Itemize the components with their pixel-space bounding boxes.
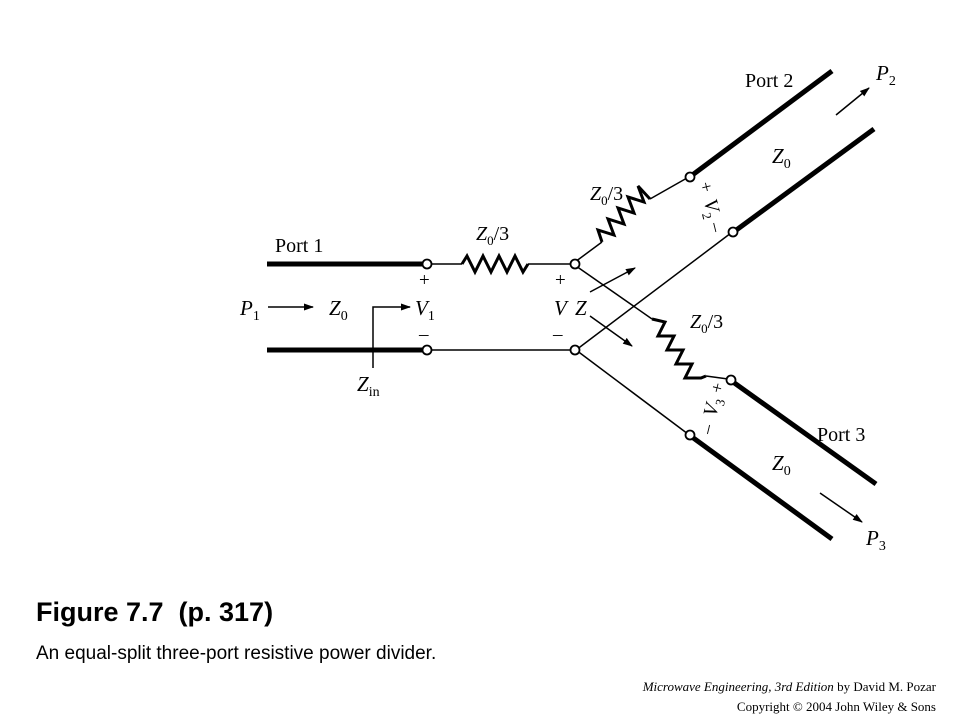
v3-label: V3	[699, 395, 728, 419]
v1-label: V1	[415, 296, 435, 324]
port3-line-top	[731, 379, 878, 487]
wire-r3-in	[575, 265, 653, 320]
v2-group: + V2 –	[696, 180, 728, 235]
p3-label: P3	[865, 526, 886, 554]
wire-to-port2-ground	[575, 232, 732, 351]
port2-z0-label: Z0	[772, 144, 791, 172]
book-title: Microwave Engineering, 3rd Edition	[642, 679, 834, 694]
p2-arrow	[835, 87, 870, 116]
port2-line-top	[689, 68, 834, 179]
terminal-port3-top	[725, 374, 737, 386]
v2-minus: –	[705, 219, 727, 235]
resistor-r1	[460, 252, 530, 276]
r3-label: Z0/3	[690, 311, 723, 336]
p3-arrow	[819, 492, 863, 523]
wire-r3-out	[705, 375, 729, 380]
figure-caption: An equal-split three-port resistive powe…	[36, 643, 437, 664]
book-credit: Microwave Engineering, 3rd Edition by Da…	[643, 679, 936, 695]
book-author: by David M. Pozar	[833, 679, 936, 694]
p1-label: P1	[239, 296, 260, 324]
junction-plus: +	[555, 270, 566, 291]
junction-z-label: Z	[575, 296, 587, 320]
terminal-port3-bottom	[684, 429, 696, 441]
v3-minus: –	[696, 421, 718, 437]
z-arrow-down	[589, 315, 633, 347]
power-divider-diagram: Port 1 Port 2 Port 3 P1 Z0 Zin + V1 – Z0…	[239, 61, 896, 554]
v3-group: – V3 +	[696, 380, 728, 437]
port2-line-bottom	[733, 126, 876, 234]
p2-label: P2	[875, 61, 896, 89]
zin-arrow	[372, 303, 411, 368]
wire-r2-in	[574, 241, 603, 263]
v2-plus: +	[696, 180, 718, 195]
port1-z0-label: Z0	[329, 296, 348, 324]
port1-label: Port 1	[275, 235, 323, 257]
v3-plus: +	[706, 380, 728, 395]
terminal-junction-top	[569, 258, 581, 270]
terminal-port2-top	[684, 171, 696, 183]
port3-line-bottom	[690, 434, 834, 542]
z-arrow-up	[589, 267, 636, 293]
resistor-r3	[651, 317, 707, 380]
port3-z0-label: Z0	[772, 451, 791, 479]
terminal-port1-top	[421, 258, 433, 270]
terminal-port2-bottom	[727, 226, 739, 238]
r1-label: Z0/3	[476, 223, 509, 248]
resistor-r2	[595, 184, 652, 243]
junction-minus: –	[552, 324, 563, 345]
v2-label: V2	[696, 197, 725, 221]
v1-plus: +	[419, 270, 430, 291]
terminal-junction-bottom	[569, 344, 581, 356]
wire-to-port3-ground	[575, 349, 689, 435]
junction-v-label: V	[554, 296, 569, 320]
r2-label: Z0/3	[590, 183, 623, 208]
port2-label: Port 2	[745, 70, 793, 92]
port3-label: Port 3	[817, 424, 865, 446]
terminal-port1-bottom	[421, 344, 433, 356]
figure-title: Figure 7.7 (p. 317)	[36, 597, 274, 627]
v1-minus: –	[418, 324, 429, 345]
wire-r2-out	[649, 177, 688, 200]
zin-label: Zin	[357, 372, 380, 400]
copyright: Copyright © 2004 John Wiley & Sons	[736, 699, 936, 714]
